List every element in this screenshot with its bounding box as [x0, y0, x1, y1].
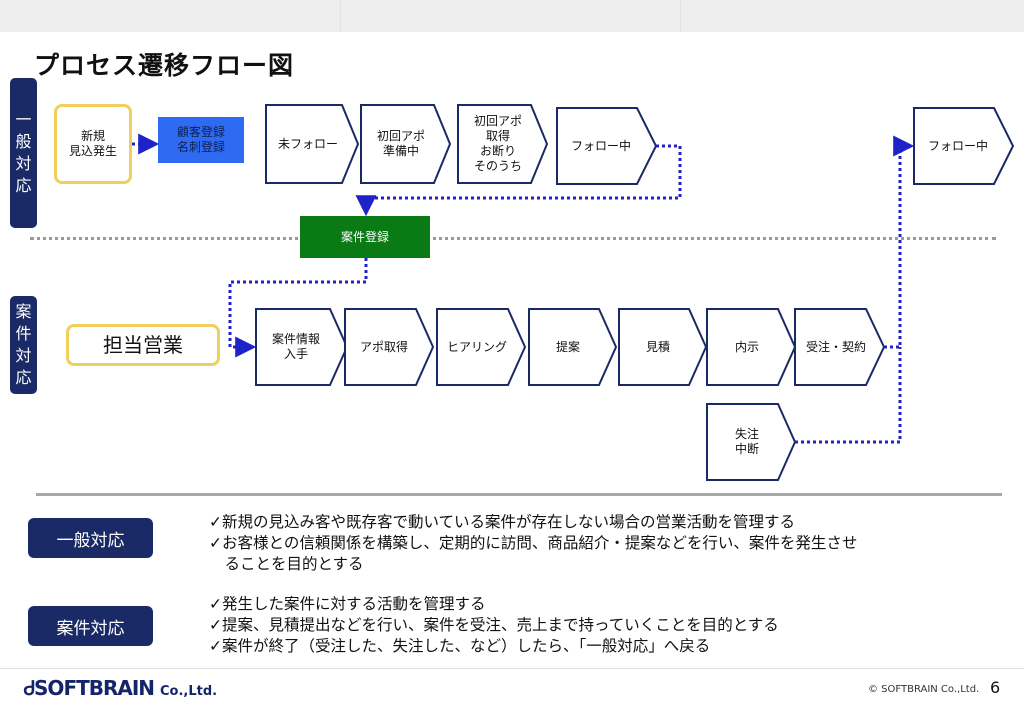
legend-case-text: ✓発生した案件に対する活動を管理する ✓提案、見積提出などを行い、案件を受注、売…	[209, 594, 779, 657]
chevron-following	[556, 107, 658, 185]
chevron-following-end	[913, 107, 1015, 185]
node-new-lead: 新規 見込発生	[54, 104, 132, 184]
chevron-informal	[706, 308, 797, 386]
node-estimate-label: 見積	[645, 339, 670, 354]
page-number: 6	[990, 678, 1001, 697]
node-following-label: フォロー中	[570, 138, 631, 153]
legend-general-text: ✓新規の見込み客や既存客で動いている案件が存在しない場合の営業活動を管理する ✓…	[209, 512, 857, 575]
lane-label-general: 一般対応	[10, 78, 37, 228]
chevron-case-info	[255, 308, 349, 386]
node-case-info-label: 案件情報 入手	[271, 332, 320, 361]
copyright: © SOFTBRAIN Co.,Ltd.	[868, 684, 980, 695]
softbrain-logo: ᏧSOFTBRAIN Co.,Ltd.	[24, 676, 218, 700]
legend-line: ✓お客様との信頼関係を構築し、定期的に訪問、商品紹介・提案などを行い、案件を発生…	[209, 534, 858, 552]
node-order-label: 受注・契約	[805, 339, 866, 354]
chevron-hearing	[436, 308, 527, 386]
node-case-register: 案件登録	[300, 216, 430, 258]
legend-general-label: 一般対応	[28, 518, 153, 558]
legend-case-label: 案件対応	[28, 606, 153, 646]
arrow-lost-to-following	[795, 347, 902, 444]
footer	[0, 668, 1024, 710]
legend-line: ✓提案、見積提出などを行い、案件を受注、売上まで持っていくことを目的とする	[209, 616, 779, 634]
node-first-appt-prep-label: 初回アポ 準備中	[376, 129, 425, 158]
lane-divider	[30, 237, 996, 240]
chevron-appt	[344, 308, 435, 386]
node-appt-label: アポ取得	[359, 339, 408, 354]
node-following-end-label: フォロー中	[927, 138, 988, 153]
legend-line: ✓新規の見込み客や既存客で動いている案件が存在しない場合の営業活動を管理する	[209, 513, 796, 531]
legend-line: ることを目的とする	[209, 555, 364, 573]
arrow-order-to-following	[884, 135, 915, 349]
chevron-proposal	[528, 308, 618, 386]
node-unfollowed-label: 未フォロー	[277, 136, 338, 151]
section-divider	[36, 493, 1002, 496]
node-proposal-label: 提案	[555, 339, 580, 354]
top-bar-segment	[340, 0, 681, 32]
flow-diagram	[132, 104, 1015, 481]
node-informal-label: 内示	[734, 339, 759, 354]
node-hearing-label: ヒアリング	[446, 339, 507, 354]
lane-label-case: 案件対応	[10, 296, 37, 394]
chevron-first-appt-result	[457, 104, 549, 184]
node-sales-rep: 担当営業	[66, 324, 220, 366]
logo-icon: Ꮷ	[24, 676, 35, 700]
legend-line: ✓案件が終了（受注した、失注した、など）したら、「一般対応」へ戻る	[209, 637, 711, 655]
page-title: プロセス遷移フロー図	[34, 51, 295, 80]
node-register: 顧客登録 名刺登録	[158, 117, 244, 163]
chevron-estimate	[618, 308, 708, 386]
chevron-first-appt-prep	[360, 104, 452, 184]
chevron-unfollowed	[265, 104, 360, 184]
node-first-appt-result-label: 初回アポ 取得 お断り そのうち	[473, 114, 522, 173]
top-bar	[0, 0, 1024, 32]
chevron-order	[794, 308, 886, 386]
chevron-lost	[706, 403, 797, 481]
legend-line: ✓発生した案件に対する活動を管理する	[209, 595, 486, 613]
node-lost-label: 失注 中断	[734, 427, 759, 456]
top-bar-segment	[0, 0, 341, 32]
